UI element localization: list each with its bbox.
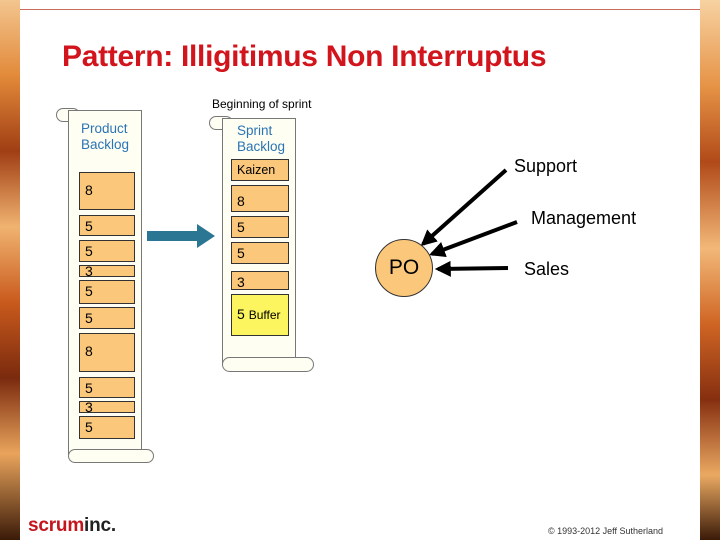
slide-title: Pattern: Illigitimus Non Interruptus [62, 40, 547, 73]
sprint-backlog-item: 5 [231, 242, 289, 264]
sprint-backlog-item: 5 [231, 216, 289, 238]
product-backlog-title: Product Backlog [81, 121, 130, 152]
product-backlog-item: 3 [79, 265, 135, 277]
scruminc-logo: scruminc. [28, 515, 116, 536]
management-label: Management [531, 208, 637, 228]
product-backlog-item: 8 [79, 172, 135, 210]
sprint-backlog-item: 8 [231, 185, 289, 212]
sprint-caption: Beginning of sprint [212, 97, 312, 111]
product-backlog-item: 5 [79, 240, 135, 262]
product-backlog-item: 5 [79, 280, 135, 304]
sales-label: Sales [524, 259, 570, 279]
to-sprint-arrow [147, 224, 215, 248]
product-backlog-item: 5 [79, 377, 135, 398]
product-backlog-item: 3 [79, 401, 135, 413]
support-arrow [420, 168, 508, 247]
product-backlog-item: 5 [79, 215, 135, 236]
product-backlog-scroll-bottom-curl [68, 449, 154, 463]
buffer-card: 5 Buffer [231, 294, 289, 336]
management-arrow [429, 220, 518, 257]
sprint-backlog-scroll-bottom-curl [222, 357, 314, 372]
support-label: Support [514, 156, 578, 176]
copyright-text: © 1993-2012 Jeff Sutherland [548, 526, 664, 536]
top-rule [20, 9, 700, 10]
po-label: PO [388, 256, 420, 279]
right-decorative-border [700, 0, 720, 540]
left-decorative-border [0, 0, 20, 540]
product-backlog-item: 5 [79, 416, 135, 439]
sales-arrow [434, 260, 509, 277]
kaizen-card: Kaizen [231, 159, 289, 181]
sprint-backlog-title: Sprint Backlog [237, 123, 286, 154]
sprint-backlog-item: 3 [231, 271, 289, 290]
product-backlog-item: 5 [79, 307, 135, 329]
po-circle: PO [375, 239, 433, 297]
product-backlog-item: 8 [79, 333, 135, 372]
